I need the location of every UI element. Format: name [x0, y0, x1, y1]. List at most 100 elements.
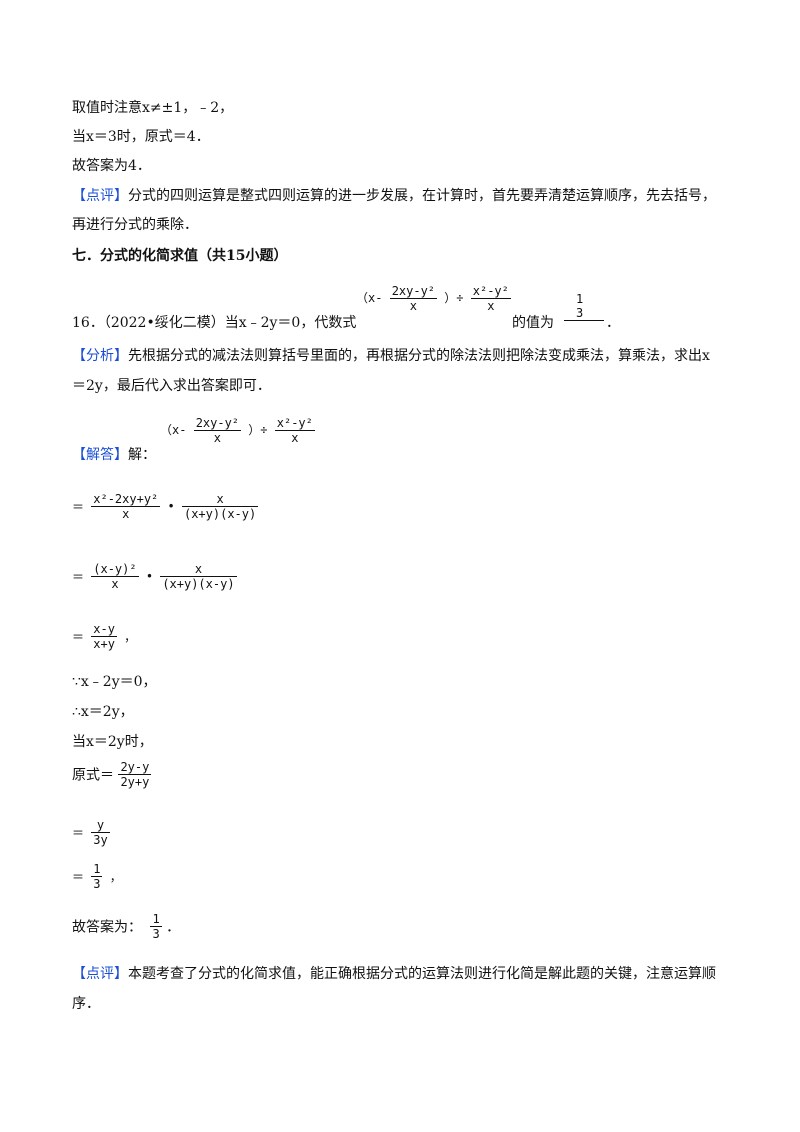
step-3: ＝ x-y x+y ， [72, 622, 136, 651]
answer-num: 1 [576, 292, 584, 306]
step-3-num: x-y [93, 622, 115, 636]
because-line: ∵x﹣2y＝0， [72, 674, 157, 690]
question-16-end: ． [606, 315, 620, 331]
step-2-den-a: x [111, 577, 119, 591]
when-line: 当x＝2y时， [72, 734, 153, 750]
step-4: 原式＝ 2y-y 2y+y [72, 760, 152, 789]
step-1-num-b: x [216, 492, 224, 506]
expr-fraction-1: 2xy-y² x [193, 416, 242, 445]
expr-fraction-2: x²-y² x [274, 416, 315, 445]
comment-1-continued: 再进行分式的乘除． [72, 217, 198, 233]
equals-sign: ＝ [72, 630, 85, 644]
fraction-bar [91, 636, 117, 637]
fraction-bar [470, 298, 511, 299]
yuanshi-label: 原式＝ [72, 767, 114, 784]
step-2-num-a: (x-y)² [93, 562, 137, 576]
answer-expression: （x- 2xy-y² x ）÷ x²-y² x [160, 416, 315, 445]
answer-tag: 【解答】 [72, 447, 128, 463]
section-heading: 七．分式的化简求值（共15小题） [72, 248, 288, 264]
expr-den-2: x [487, 299, 495, 313]
step-2: ＝ (x-y)² x • x (x+y)(x-y) [72, 562, 237, 591]
step-1-num-a: x²-2xy+y² [93, 492, 159, 506]
step-5-den: 3y [93, 833, 108, 847]
equals-sign: ＝ [72, 870, 85, 884]
comma: ， [124, 630, 137, 644]
expr-num-2: x²-y² [472, 284, 509, 298]
answer-den: 3 [576, 306, 584, 320]
step-2-den-b: (x+y)(x-y) [162, 577, 235, 591]
expr-lparen: （x- [356, 291, 383, 305]
step-6: ＝ 1 3 ， [72, 862, 122, 891]
expr-num-2: x²-y² [276, 416, 313, 430]
comment-1: 【点评】分式的四则运算是整式四则运算的进一步发展，在计算时，首先要弄清楚运算顺序… [72, 186, 716, 206]
analysis-text: 先根据分式的减法法则算括号里面的，再根据分式的除法法则把除法变成乘法，算乘法，求… [128, 348, 710, 364]
expr-num-1: 2xy-y² [391, 284, 436, 298]
analysis-tag: 【分析】 [72, 348, 128, 364]
text-line-3: 故答案为4． [72, 158, 151, 174]
step-4-num: 2y-y [120, 760, 150, 774]
comment-1-text: 分式的四则运算是整式四则运算的进一步发展，在计算时，首先要弄清楚运算顺序，先去括… [128, 188, 716, 204]
expr-fraction-2: x²-y² x [470, 284, 511, 313]
step-4-fraction: 2y-y 2y+y [118, 760, 152, 789]
fraction-bar [91, 506, 161, 507]
expr-den-1: x [213, 431, 221, 445]
analysis: 【分析】先根据分式的减法法则算括号里面的，再根据分式的除法法则把除法变成乘法，算… [72, 346, 710, 366]
comment-2: 【点评】本题考查了分式的化简求值，能正确根据分式的运算法则进行化简是解此题的关键… [72, 964, 716, 984]
answer-fraction: 1 3 [574, 292, 585, 320]
fraction-bar [274, 430, 315, 431]
therefore-line: ∴x＝2y， [72, 704, 134, 720]
text-line-2: 当x＝3时，原式＝4． [72, 129, 210, 145]
multiply-dot: • [167, 499, 175, 514]
analysis-continued: ＝2y，最后代入求出答案即可． [72, 378, 271, 394]
final-num: 1 [152, 912, 160, 926]
step-5-fraction: y 3y [91, 818, 110, 847]
comment-2-continued: 序． [72, 996, 100, 1012]
expr-lparen: （x- [160, 423, 187, 437]
fraction-bar [150, 926, 162, 927]
step-3-fraction: x-y x+y [91, 622, 117, 651]
equals-sign: ＝ [72, 826, 85, 840]
multiply-dot: • [145, 569, 154, 584]
comma: ， [109, 870, 122, 884]
expr-fraction-1: 2xy-y² x [389, 284, 438, 313]
period: ． [166, 919, 181, 936]
step-2-fraction-a: (x-y)² x [91, 562, 139, 591]
answer-label: 解： [128, 447, 156, 463]
step-2-num-b: x [194, 562, 203, 576]
expr-rparen: ）÷ [444, 291, 464, 305]
step-6-num: 1 [93, 862, 101, 876]
equals-sign: ＝ [72, 500, 85, 514]
fraction-bar [181, 506, 259, 507]
answer-blank: 1 3 [564, 292, 604, 321]
step-4-den: 2y+y [120, 775, 150, 789]
final-fraction: 1 3 [150, 912, 162, 941]
comment-2-text: 本题考查了分式的化简求值，能正确根据分式的运算法则进行化简是解此题的关键，注意运… [128, 966, 716, 982]
fraction-bar [160, 576, 237, 577]
step-6-fraction: 1 3 [91, 862, 103, 891]
comment-1-tag: 【点评】 [72, 188, 128, 204]
question-16-suffix: 的值为 [512, 315, 554, 331]
step-1-den-b: (x+y)(x-y) [183, 507, 257, 521]
step-1: ＝ x²-2xy+y² x • x (x+y)(x-y) [72, 492, 259, 521]
comment-2-tag: 【点评】 [72, 966, 128, 982]
fraction-bar [118, 774, 152, 775]
expr-den-1: x [409, 299, 417, 313]
text-line-1: 取值时注意x≠±1，﹣2， [72, 100, 234, 116]
step-5-num: y [96, 818, 105, 832]
question-16-prefix: 16．（2022•绥化二模）当x﹣2y＝0，代数式 [72, 315, 357, 331]
final-answer: 故答案为： 1 3 ． [72, 912, 180, 941]
expr-den-2: x [291, 431, 299, 445]
expr-rparen: ）÷ [248, 423, 268, 437]
step-5: ＝ y 3y [72, 818, 110, 847]
expr-num-1: 2xy-y² [195, 416, 240, 430]
fraction-bar [91, 576, 139, 577]
fraction-bar [193, 430, 242, 431]
equals-sign: ＝ [72, 570, 85, 584]
question-expression: （x- 2xy-y² x ）÷ x²-y² x [356, 284, 511, 313]
final-den: 3 [152, 927, 160, 941]
step-1-fraction-a: x²-2xy+y² x [91, 492, 161, 521]
answer-heading: 【解答】解： [72, 444, 156, 464]
step-2-fraction-b: x (x+y)(x-y) [160, 562, 237, 591]
step-3-den: x+y [93, 637, 115, 651]
step-1-den-a: x [122, 507, 130, 521]
